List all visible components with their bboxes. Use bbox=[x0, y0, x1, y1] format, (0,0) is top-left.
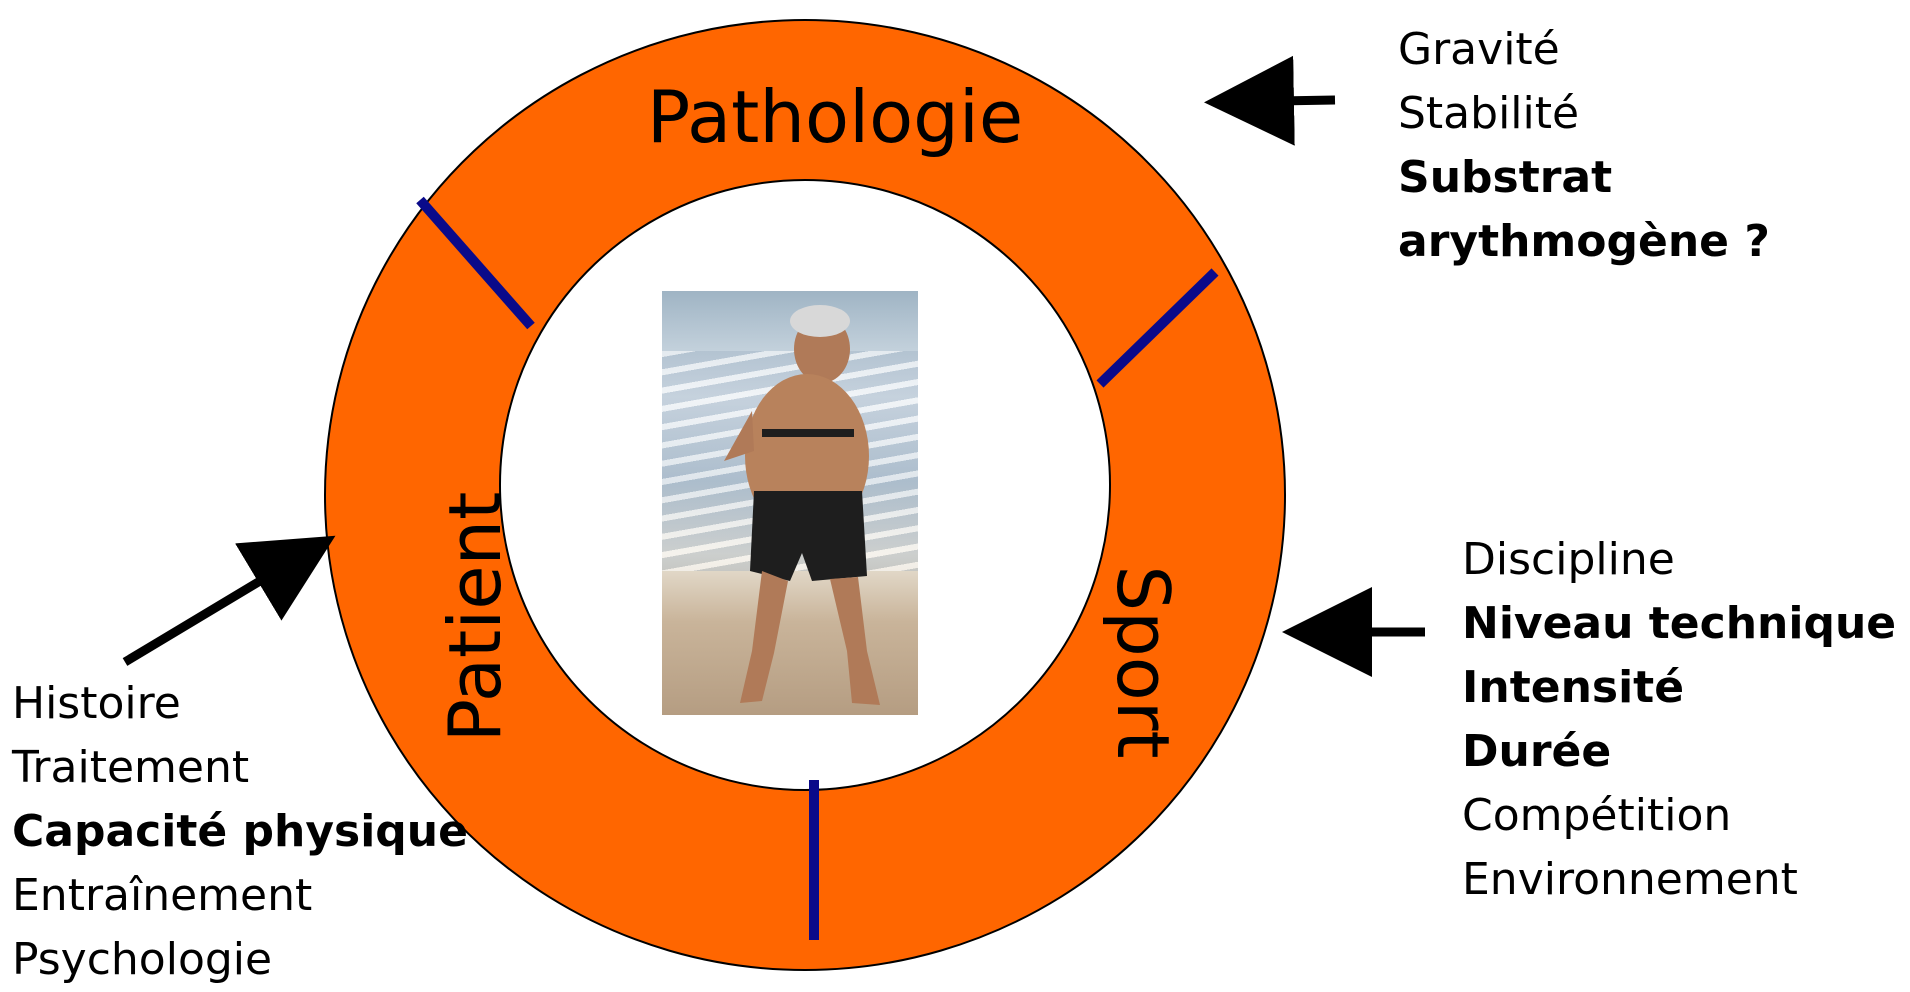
sport-item: Durée bbox=[1462, 720, 1896, 784]
arrow-patient bbox=[125, 545, 320, 662]
patient-factors-list: Histoire Traitement Capacité physique En… bbox=[12, 672, 468, 992]
sport-factors-list: Discipline Niveau technique Intensité Du… bbox=[1462, 528, 1896, 912]
patient-item: Entraînement bbox=[12, 864, 468, 928]
pathology-item: Stabilité bbox=[1398, 82, 1770, 146]
pathology-factors-list: Gravité Stabilité Substrat arythmogène ? bbox=[1398, 18, 1770, 274]
patient-item: Psychologie bbox=[12, 928, 468, 992]
arrow-pathology bbox=[1222, 100, 1335, 102]
sport-item: Discipline bbox=[1462, 528, 1896, 592]
pathology-item: Gravité bbox=[1398, 18, 1770, 82]
sport-item: Intensité bbox=[1462, 656, 1896, 720]
sport-item: Compétition bbox=[1462, 784, 1896, 848]
patient-item: Traitement bbox=[12, 736, 468, 800]
patient-item: Capacité physique bbox=[12, 800, 468, 864]
sport-item: Niveau technique bbox=[1462, 592, 1896, 656]
section-label-pathologie: Pathologie bbox=[647, 75, 1023, 159]
patient-item: Histoire bbox=[12, 672, 468, 736]
section-label-sport: Sport bbox=[1101, 565, 1185, 758]
sport-item: Environnement bbox=[1462, 848, 1896, 912]
jogger-photo bbox=[662, 291, 918, 715]
pathology-item: Substrat bbox=[1398, 146, 1770, 210]
pathology-item: arythmogène ? bbox=[1398, 210, 1770, 274]
